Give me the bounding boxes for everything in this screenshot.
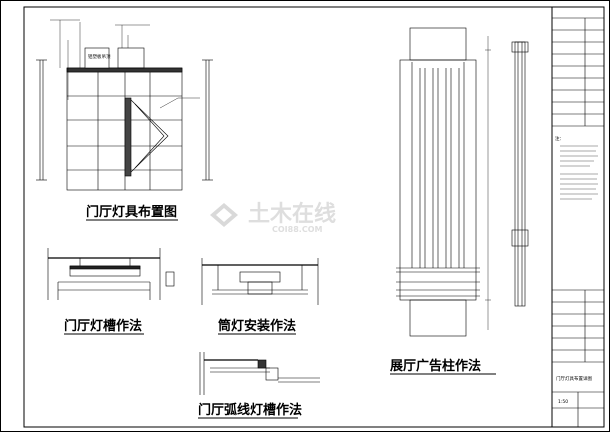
drawing-scale: 1:50	[558, 399, 568, 405]
plan-label: 铝塑板吊顶	[88, 53, 111, 60]
drawing-frame	[23, 6, 605, 428]
lobby-trough-section	[47, 248, 175, 300]
drawing-title: 门厅灯具布置详图	[556, 375, 592, 382]
lobby-light-layout-plan	[36, 19, 213, 191]
caption-lobby-light-trough: 门厅灯槽作法	[64, 318, 142, 334]
title-block	[551, 7, 604, 427]
notes-label: 注：	[555, 135, 564, 142]
caption-downlight-install: 筒灯安装作法	[218, 318, 296, 334]
caption-showroom-ad-column: 展厅广告柱作法	[390, 358, 481, 374]
arc-trough-section	[199, 352, 320, 395]
watermark: 土木在线 COI88.COM	[210, 201, 336, 234]
downlight-section	[201, 258, 319, 305]
ad-column-elevation	[396, 27, 529, 337]
caption-lobby-light-layout: 门厅灯具布置图	[86, 204, 177, 220]
svg-text:COI88.COM: COI88.COM	[272, 225, 322, 234]
caption-lobby-arc-trough: 门厅弧线灯槽作法	[198, 402, 302, 418]
svg-text:土木在线: 土木在线	[248, 201, 336, 227]
notes-text-lines	[560, 145, 598, 200]
